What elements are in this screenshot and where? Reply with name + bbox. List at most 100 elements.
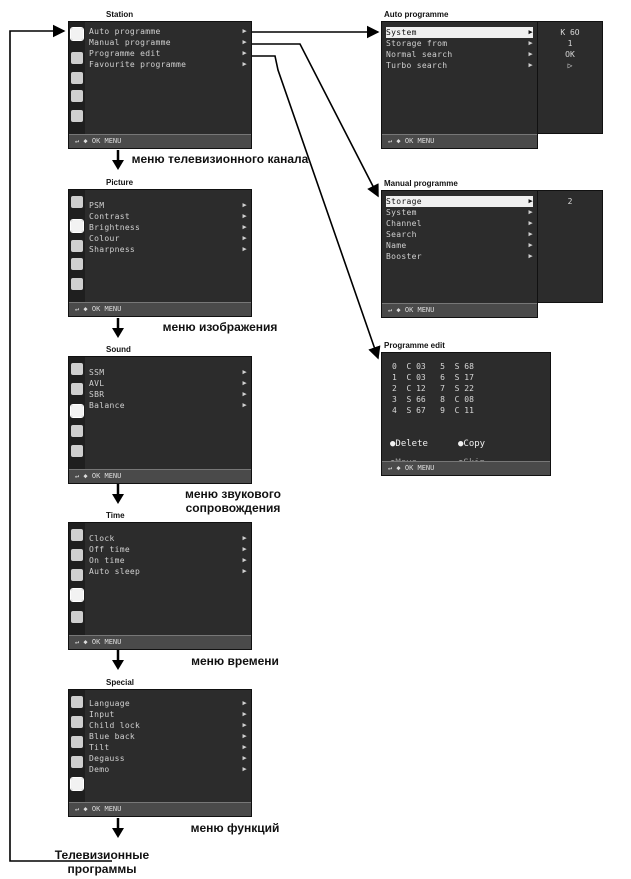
auto-item-normal-search[interactable]: Normal search▶ — [386, 50, 533, 59]
menu-item-clock[interactable]: Clock▶ — [89, 534, 247, 543]
delete-button[interactable]: ●Delete — [390, 439, 428, 449]
manual-item-storage[interactable]: Storage▶ — [386, 196, 533, 207]
programme-row[interactable]: 1 C 03 6 S 17 — [392, 373, 474, 382]
copy-button[interactable]: ●Copy — [458, 439, 486, 449]
picture-icon[interactable] — [71, 383, 83, 395]
menu-item-demo[interactable]: Demo▶ — [89, 765, 247, 774]
arrow-right-icon: ▶ — [242, 754, 247, 762]
icon-column — [69, 190, 85, 303]
menu-item-language[interactable]: Language▶ — [89, 699, 247, 708]
arrow-right-icon: ▶ — [528, 241, 533, 249]
menu-item-favourite-programme[interactable]: Favourite programme▶ — [89, 60, 247, 69]
auto-item-system[interactable]: System▶ — [386, 27, 533, 38]
arrow-right-icon: ▶ — [528, 208, 533, 216]
station-icon[interactable] — [71, 696, 83, 708]
special-icon[interactable] — [71, 110, 83, 122]
special-icon[interactable] — [71, 611, 83, 623]
special-caption: меню функций — [190, 821, 280, 835]
menu-item-ssm[interactable]: SSM▶ — [89, 368, 247, 377]
sound-icon[interactable] — [71, 736, 83, 748]
arrow-right-icon: ▶ — [242, 368, 247, 376]
value-turbo-search: ▷ — [567, 61, 573, 70]
menu-item-input[interactable]: Input▶ — [89, 710, 247, 719]
sound-icon[interactable] — [71, 569, 83, 581]
programme-list: 0 C 03 5 S 68 1 C 03 6 S 17 2 C 12 7 S 2… — [392, 361, 474, 416]
menu-item-psm[interactable]: PSM▶ — [89, 201, 247, 210]
menu-item-brightness[interactable]: Brightness▶ — [89, 223, 247, 232]
sound-menu-title: Sound — [106, 345, 131, 354]
sound-icon[interactable] — [71, 72, 83, 84]
programme-edit-menu: 0 C 03 5 S 68 1 C 03 6 S 17 2 C 12 7 S 2… — [381, 352, 551, 476]
auto-item-storage-from[interactable]: Storage from▶ — [386, 39, 533, 48]
auto-programme-title: Auto programme — [384, 10, 449, 19]
arrow-right-icon: ▶ — [242, 379, 247, 387]
programme-row[interactable]: 4 S 67 9 C 11 — [392, 406, 474, 415]
arrow-right-icon: ▶ — [242, 743, 247, 751]
menu-bottom-bar: ↵ ◆ OK MENU — [69, 469, 251, 483]
special-icon[interactable] — [71, 278, 83, 290]
menu-item-auto-programme[interactable]: Auto programme▶ — [89, 27, 247, 36]
picture-icon[interactable] — [71, 52, 83, 64]
programme-row[interactable]: 0 C 03 5 S 68 — [392, 362, 474, 371]
menu-item-contrast[interactable]: Contrast▶ — [89, 212, 247, 221]
arrow-right-icon: ▶ — [528, 219, 533, 227]
menu-item-colour[interactable]: Colour▶ — [89, 234, 247, 243]
programme-row[interactable]: 2 C 12 7 S 22 — [392, 384, 474, 393]
picture-caption: меню изображения — [162, 320, 278, 334]
picture-icon[interactable] — [70, 219, 84, 233]
manual-programme-title: Manual programme — [384, 179, 458, 188]
manual-item-channel[interactable]: Channel▶ — [386, 219, 533, 228]
menu-item-degauss[interactable]: Degauss▶ — [89, 754, 247, 763]
picture-icon[interactable] — [71, 549, 83, 561]
manual-item-booster[interactable]: Booster▶ — [386, 252, 533, 261]
station-icon[interactable] — [71, 196, 83, 208]
manual-item-name[interactable]: Name▶ — [386, 241, 533, 250]
arrow-right-icon: ▶ — [242, 27, 247, 35]
sound-icon[interactable] — [70, 404, 84, 418]
auto-programme-menu: System▶ Storage from▶ Normal search▶ Tur… — [381, 21, 538, 149]
special-icon[interactable] — [71, 445, 83, 457]
down-arrow-4 — [112, 660, 124, 670]
menu-item-blue-back[interactable]: Blue back▶ — [89, 732, 247, 741]
manual-item-search[interactable]: Search▶ — [386, 230, 533, 239]
arrow-right-icon: ▶ — [242, 38, 247, 46]
return-loop-line — [9, 24, 112, 862]
arrow-right-icon: ▶ — [242, 732, 247, 740]
special-icon[interactable] — [70, 777, 84, 791]
auto-programme-values: К 6О 1 ОК ▷ — [537, 21, 603, 134]
picture-icon[interactable] — [71, 716, 83, 728]
menu-item-on-time[interactable]: On time▶ — [89, 556, 247, 565]
manual-item-system[interactable]: System▶ — [386, 208, 533, 217]
menu-item-off-time[interactable]: Off time▶ — [89, 545, 247, 554]
station-icon[interactable] — [71, 529, 83, 541]
sound-icon[interactable] — [71, 240, 83, 252]
arrow-right-icon: ▶ — [242, 201, 247, 209]
time-icon[interactable] — [71, 90, 83, 102]
station-icon[interactable] — [71, 363, 83, 375]
icon-column — [69, 357, 85, 470]
time-icon[interactable] — [70, 588, 84, 602]
arrow-right-icon: ▶ — [242, 49, 247, 57]
menu-item-programme-edit[interactable]: Programme edit▶ — [89, 49, 247, 58]
time-icon[interactable] — [71, 756, 83, 768]
menu-bottom-bar: ↵ ◆ OK MENU — [382, 134, 537, 148]
value-storage-from: 1 — [567, 39, 573, 48]
time-icon[interactable] — [71, 258, 83, 270]
menu-item-avl[interactable]: AVL▶ — [89, 379, 247, 388]
station-menu: Auto programme▶ Manual programme▶ Progra… — [68, 21, 252, 149]
time-icon[interactable] — [71, 425, 83, 437]
auto-item-turbo-search[interactable]: Turbo search▶ — [386, 61, 533, 70]
icon-column — [69, 22, 85, 135]
special-menu: Language▶ Input▶ Child lock▶ Blue back▶ … — [68, 689, 252, 817]
menu-item-tilt[interactable]: Tilt▶ — [89, 743, 247, 752]
menu-item-child-lock[interactable]: Child lock▶ — [89, 721, 247, 730]
programme-row[interactable]: 3 S 66 8 C 08 — [392, 395, 474, 404]
menu-item-auto-sleep[interactable]: Auto sleep▶ — [89, 567, 247, 576]
menu-item-sharpness[interactable]: Sharpness▶ — [89, 245, 247, 254]
menu-item-sbr[interactable]: SBR▶ — [89, 390, 247, 399]
arrow-right-icon: ▶ — [528, 252, 533, 260]
station-icon[interactable] — [70, 27, 84, 41]
menu-item-balance[interactable]: Balance▶ — [89, 401, 247, 410]
menu-item-manual-programme[interactable]: Manual programme▶ — [89, 38, 247, 47]
